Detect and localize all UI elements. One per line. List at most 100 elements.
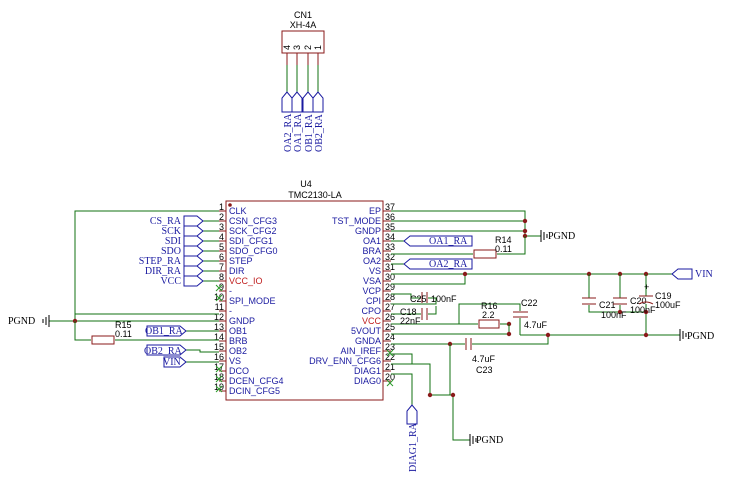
capacitor-c20[interactable]: C20 100nF [613,296,656,315]
cn1-pin-number: 4 [282,45,292,50]
no-connect-marks [215,284,394,393]
u4-right-pin-name: EP [369,206,381,216]
capacitor-c19[interactable]: + C19 100uF [638,282,681,310]
u4-right-pin-name: VS [369,266,381,276]
u4-left-pin-name: VCC_IO [229,276,263,286]
u4-value: TMC2130-LA [288,190,342,200]
u4-left-pin-name: DCEN_CFG4 [229,376,284,386]
oa1-ra-flag: OA1_RA [403,235,473,247]
cn1-pin-number: 2 [303,45,313,50]
u4-left-pin-number: 5 [219,242,224,252]
c23-val: 4.7uF [472,354,496,364]
diag1-ra-flag: DIAG1_RA [406,404,419,472]
left-net-flag [183,235,204,247]
u4-left-pin-number: 12 [214,312,224,322]
vin-left-label: VIN [163,357,181,368]
u4-right-pin-number: 21 [385,362,395,372]
u4-right-pin-number: 27 [385,302,395,312]
u4-left-pin-number: 14 [214,332,224,342]
u4-left-pin-name: CSN_CFG3 [229,216,277,226]
u4-left-pin-name: SPI_MODE [229,296,276,306]
u4-right-pin-name: GNDP [355,226,381,236]
vin-right-label: VIN [695,269,713,280]
cn1-net-label: OB1_RA [304,113,315,152]
left-net-label: DIR_RA [145,266,182,277]
r16-ref: R16 [481,301,498,311]
left-net-label: SCK [162,226,182,237]
cn1-net-flag [312,91,324,113]
capacitor-c23[interactable]: 4.7uF C23 [465,338,496,375]
u4-right-pin-number: 24 [385,332,395,342]
u4-left-pin-number: 17 [214,362,224,372]
c22-val: 4.7uF [524,320,548,330]
resistor-r15[interactable]: R15 0.11 [91,320,132,345]
u4-left-pin-number: 2 [219,212,224,222]
u4-right-pin-number: 20 [385,372,395,382]
u4-right-pin-number: 30 [385,272,395,282]
u4-left-pin-name: SDI_CFG1 [229,236,273,246]
left-net-flag [183,225,204,237]
cn1-ref: CN1 [294,10,312,20]
resistor-r14[interactable]: R14 0.11 [473,235,512,259]
u4-left-pin-number: 1 [219,202,224,212]
u4-right-pin-number: 37 [385,202,395,212]
u4-right-pin-name: CPI [366,296,381,306]
left-net-flag [183,245,204,257]
u4-left-pin-name: BRB [229,336,248,346]
u4-right-pin-number: 34 [385,232,395,242]
capacitor-c18[interactable]: C18 22nF [400,307,428,326]
r15-val: 0.11 [115,329,132,339]
u4-right-pin-name: GNDA [355,336,381,346]
capacitor-c21[interactable]: C21 100nF [582,297,627,320]
c19-val: 100uF [655,300,681,310]
u4-left-pin-name: SCK_CFG2 [229,226,277,236]
ob2-wire [186,349,219,353]
u4-right-pin-name: CPO [361,306,381,316]
clk-gnd-wire [74,210,219,322]
u4-right-pin-name: DIAG1 [354,366,381,376]
capacitor-c25[interactable]: C25 100nF [410,292,457,304]
svg-text:+: + [644,282,649,292]
c25-val: 100nF [431,294,457,304]
left-net-flag [183,265,204,277]
u4-right-pin-number: 35 [385,222,395,232]
u4-left-pin-name: CLK [229,206,247,216]
resistor-r16[interactable]: R16 2.2 [478,301,500,329]
ob1-ra-flag: OB1_RA [145,325,187,337]
u4-left-pin-number: 19 [214,382,224,392]
u4-right-pin-name: BRA [362,246,381,256]
c21-val: 100nF [601,310,627,320]
cn1-net-label: OA1_RA [293,113,304,152]
u4-right-pin-number: 36 [385,212,395,222]
u4-left-pin-name: OB2 [229,346,247,356]
c18-ref: C18 [400,307,417,317]
u4-right-pin-name: VSA [363,276,381,286]
r14-val: 0.11 [495,244,512,254]
left-net-flag [183,255,204,267]
u4-left-pin-number: 6 [219,252,224,262]
u4-right-pin-number: 33 [385,242,395,252]
u4-right-pin-name: OA1 [363,236,381,246]
u4-right-pin-number: 32 [385,252,395,262]
c19-ref: C19 [655,291,672,301]
capacitor-c22[interactable]: C22 4.7uF [513,298,548,330]
u4-right-pin-name: DIAG0 [354,376,381,386]
u4-left-pin-number: 9 [219,282,224,292]
u4-left-pin-number: 18 [214,372,224,382]
oa2-ra-flag: OA2_RA [403,258,473,270]
u4-right-pin-number: 29 [385,282,395,292]
c23-ref: C23 [476,365,493,375]
u4-left-pin-number: 10 [214,292,224,302]
u4-right-pin-name: AIN_IREF [340,346,381,356]
c22-ref: C22 [521,298,538,308]
u4-left-pin-number: 16 [214,352,224,362]
u4-right-pin-name: VCC [362,316,382,326]
c25-ref: C25 [410,294,427,304]
r16-val: 2.2 [482,310,495,320]
u4-left-pin-name: SDO_CFG0 [229,246,278,256]
pgnd-right-label: PGND [687,331,714,342]
diag1-ra-label: DIAG1_RA [408,422,419,472]
